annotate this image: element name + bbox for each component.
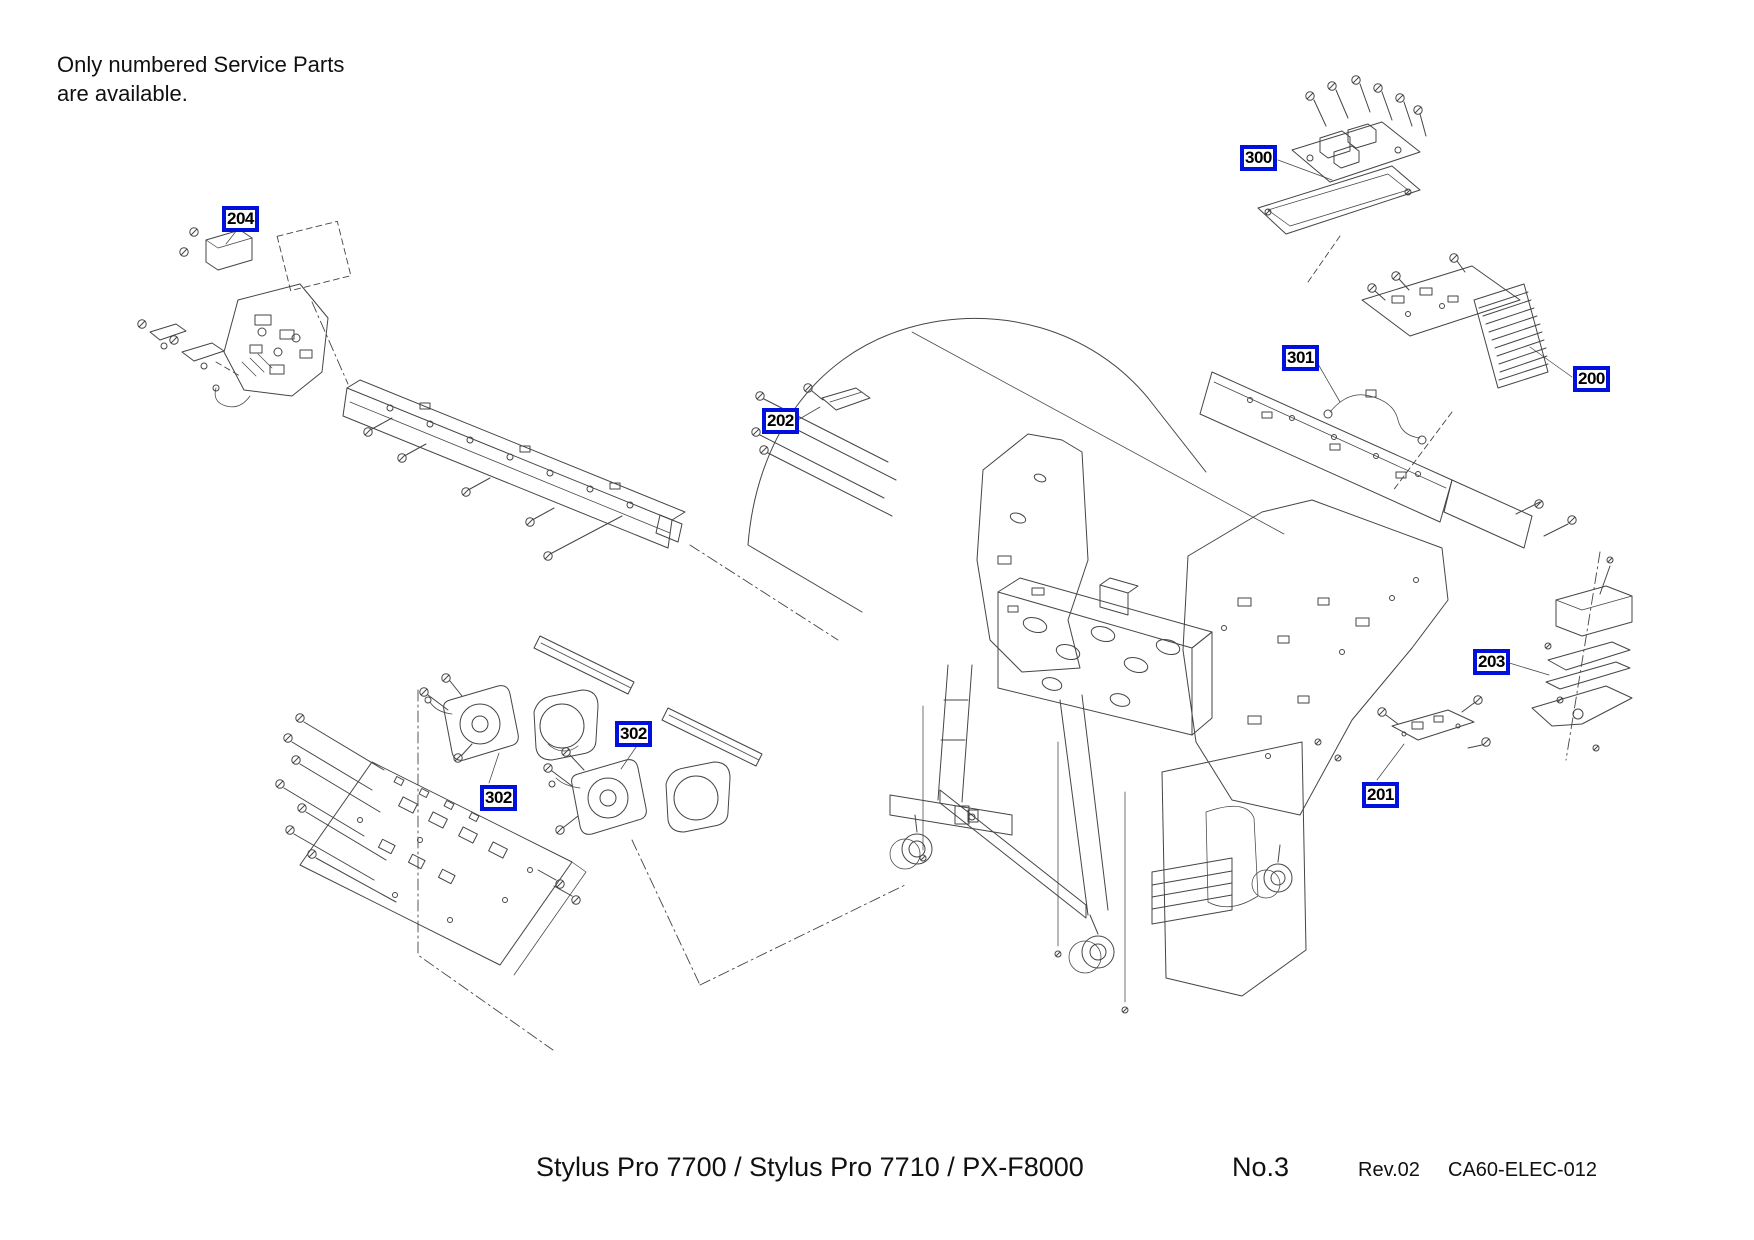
part-label-302-b: 302 xyxy=(480,785,517,811)
assembly-204-drawing xyxy=(137,220,352,408)
label-leader-lines xyxy=(225,159,1573,784)
footer-doc-code: CA60-ELEC-012 xyxy=(1448,1159,1597,1181)
stand-drawing xyxy=(889,664,1293,1014)
fan-and-board-cluster-drawing xyxy=(275,635,906,1051)
guide-rail-drawing xyxy=(342,379,839,641)
part-label-302-a: 302 xyxy=(615,721,652,747)
part-label-201: 201 xyxy=(1362,782,1399,808)
note-line1: Only numbered Service Parts xyxy=(57,52,345,77)
printer-chassis-drawing xyxy=(747,317,1449,997)
part-label-202: 202 xyxy=(762,408,799,434)
footer-revision: Rev.02 xyxy=(1358,1159,1420,1181)
assembly-203-drawing xyxy=(1531,551,1633,761)
assembly-200-drawing xyxy=(1361,253,1549,493)
note: Only numbered Service Parts are availabl… xyxy=(57,50,344,108)
note-line2: are available. xyxy=(57,81,188,106)
footer-sheet-no: No.3 xyxy=(1232,1152,1290,1182)
part-label-203: 203 xyxy=(1473,649,1510,675)
part-label-200: 200 xyxy=(1573,366,1610,392)
assembly-300-drawing xyxy=(1257,75,1427,283)
part-label-204: 204 xyxy=(222,206,259,232)
assembly-201-drawing xyxy=(1377,695,1491,749)
footer-model-name: Stylus Pro 7700 / Stylus Pro 7710 / PX-F… xyxy=(536,1152,1084,1182)
panel-and-cable-301-drawing xyxy=(1199,371,1577,549)
part-label-301: 301 xyxy=(1282,345,1319,371)
part-label-300: 300 xyxy=(1240,145,1277,171)
assembly-202-drawing xyxy=(751,383,897,517)
